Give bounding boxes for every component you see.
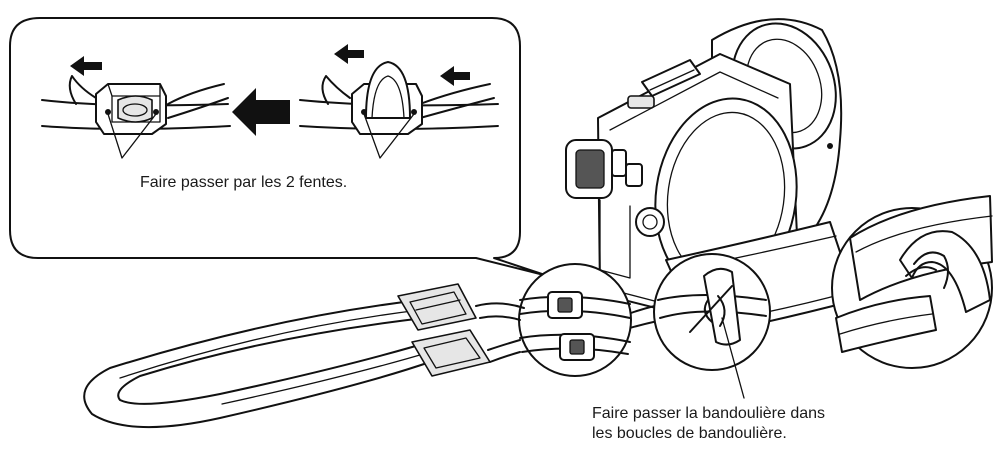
callout-balloon: [9, 17, 549, 277]
zoom-detail-right: [831, 195, 993, 369]
arrow-left-icon-3: [440, 66, 470, 86]
strap-caption-line-2: les boucles de bandoulière.: [592, 425, 787, 442]
buckle-step-1: [41, 75, 231, 159]
step-arrow-icon: [232, 88, 290, 136]
shoulder-strap: [83, 283, 525, 429]
buckle-step-2: [299, 61, 499, 159]
arrow-left-icon: [70, 56, 102, 76]
leader-line: [721, 317, 745, 399]
zoom-detail-middle: [653, 253, 771, 371]
zoom-detail-left: [518, 263, 632, 377]
arrow-left-icon-2: [334, 44, 364, 64]
strap-caption-line-1: Faire passer la bandoulière dans: [592, 405, 826, 422]
callout-caption: Faire passer par les 2 fentes.: [140, 174, 348, 191]
